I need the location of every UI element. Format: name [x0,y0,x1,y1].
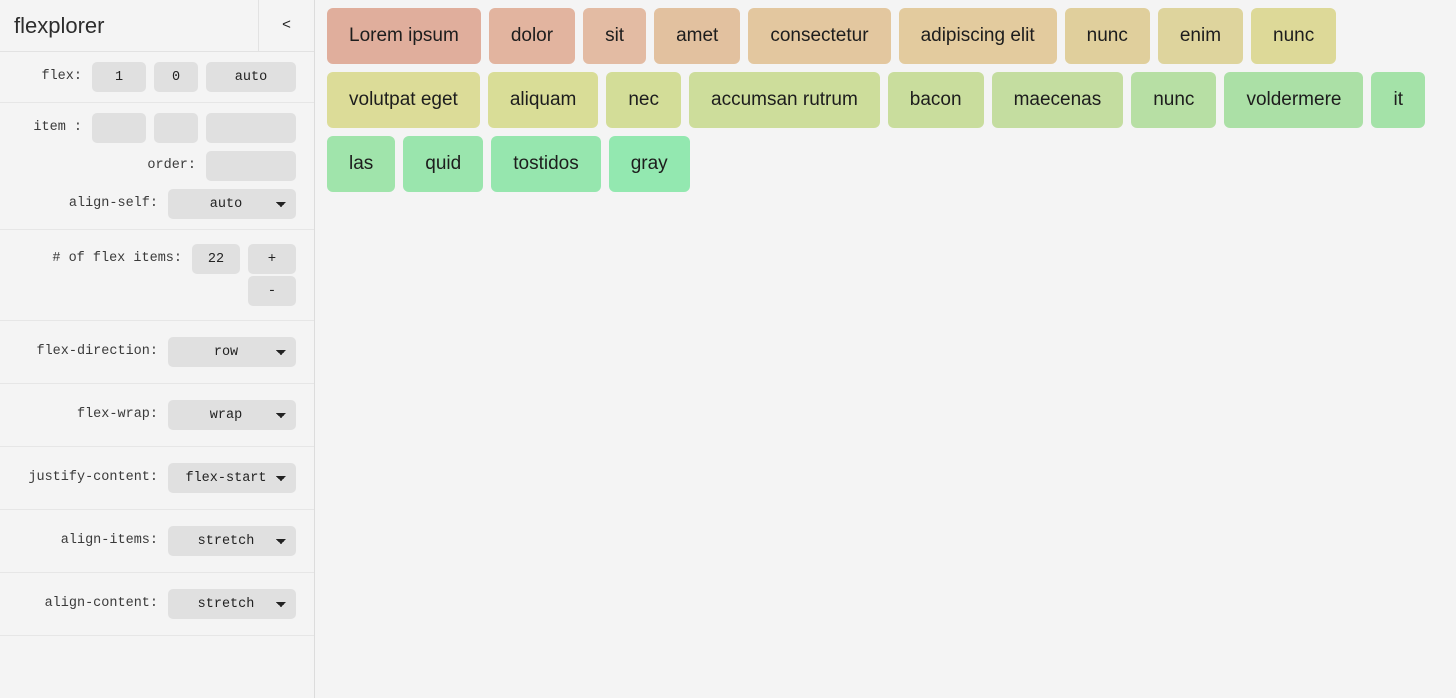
control-row-flex: flex: [0,52,314,103]
justify-content-select[interactable]: flex-startflex-endcenterspace-betweenspa… [168,463,296,493]
app-title: flexplorer [14,12,105,38]
flex-item[interactable]: tostidos [491,136,601,192]
order-input[interactable] [206,151,296,181]
align-self-select[interactable]: autoflex-startflex-endcenterbaselinestre… [168,189,296,219]
flex-item-count-input[interactable] [192,244,240,274]
chevron-left-icon[interactable]: < [258,0,314,51]
flex-item[interactable]: aliquam [487,72,599,128]
control-row-justify-content: justify-content: flex-startflex-endcente… [0,447,314,510]
label-flex-item-count: # of flex items: [52,251,182,266]
control-row-flex-wrap: flex-wrap: nowrapwrapwrap-reverse [0,384,314,447]
label-flex-direction: flex-direction: [36,344,158,359]
item-basis-input[interactable] [206,113,296,143]
control-row-flex-direction: flex-direction: rowrow-reversecolumncolu… [0,321,314,384]
flex-item[interactable]: consectetur [748,8,891,64]
label-align-items: align-items: [60,533,158,548]
decrement-button[interactable]: - [248,276,296,306]
flex-item[interactable]: amet [654,8,741,64]
flex-basis-input[interactable] [206,62,296,92]
label-justify-content: justify-content: [28,470,158,485]
controls-sidebar: flexplorer < flex: item : [0,0,315,698]
label-flex: flex: [41,69,82,84]
sidebar-header: flexplorer < [0,0,314,52]
flex-item[interactable]: nunc [1251,8,1337,64]
flex-item[interactable]: volutpat eget [327,72,480,128]
flex-item[interactable]: quid [403,136,484,192]
increment-button[interactable]: + [248,244,296,274]
label-order: order: [147,158,196,173]
flex-item[interactable]: gray [608,136,690,192]
flex-grow-input[interactable] [92,62,146,92]
flex-item[interactable]: dolor [488,8,576,64]
flex-item[interactable]: enim [1157,8,1244,64]
label-item: item : [33,120,82,135]
flex-item[interactable]: bacon [887,72,984,128]
flex-item[interactable]: nec [606,72,681,128]
flex-item[interactable]: sit [583,8,647,64]
flex-item[interactable]: Lorem ipsum [327,8,481,64]
label-align-content: align-content: [44,596,158,611]
flex-item-count-stepper: + - [248,244,296,306]
align-items-select[interactable]: flex-startflex-endcenterbaselinestretch [168,526,296,556]
control-row-align-content: align-content: flex-startflex-endcenters… [0,573,314,636]
control-row-item-count: # of flex items: + - [0,230,314,321]
flex-shrink-input[interactable] [154,62,198,92]
item-shrink-input[interactable] [154,113,198,143]
label-flex-wrap: flex-wrap: [76,407,158,422]
control-row-item: item : order: align-self: [0,103,314,230]
item-grow-input[interactable] [92,113,146,143]
flex-wrap-select[interactable]: nowrapwrapwrap-reverse [168,400,296,430]
align-content-select[interactable]: flex-startflex-endcenterspace-betweenspa… [168,589,296,619]
flex-item[interactable]: voldermere [1224,72,1364,128]
flex-item[interactable]: nunc [1131,72,1217,128]
control-row-align-items: align-items: flex-startflex-endcenterbas… [0,510,314,573]
flex-item[interactable]: maecenas [991,72,1124,128]
label-align-self: align-self: [68,196,158,211]
flex-item[interactable]: las [327,136,396,192]
flex-item[interactable]: nunc [1064,8,1150,64]
flex-item[interactable]: adipiscing elit [898,8,1057,64]
flex-item[interactable]: accumsan rutrum [689,72,880,128]
flex-item[interactable]: it [1371,72,1425,128]
flex-direction-select[interactable]: rowrow-reversecolumncolumn-reverse [168,337,296,367]
